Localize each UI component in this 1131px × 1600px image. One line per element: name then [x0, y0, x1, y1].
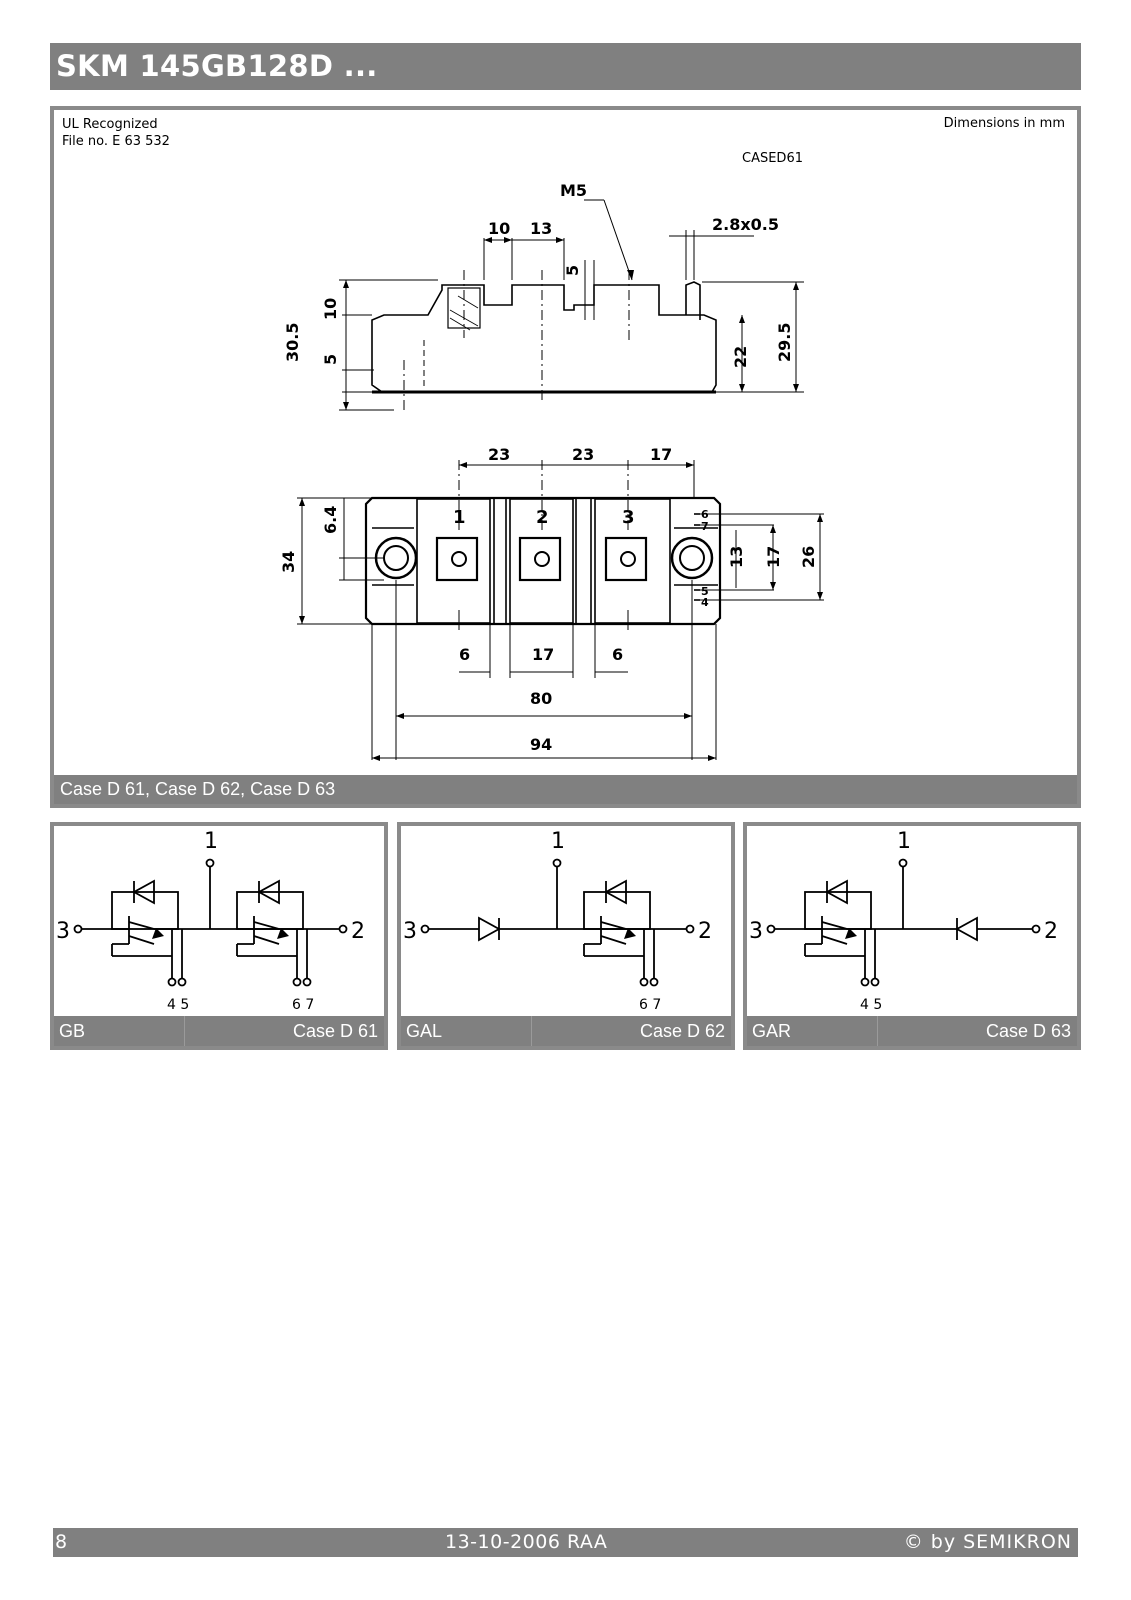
ul-recognized-text: UL Recognized	[62, 117, 158, 132]
dim-17-bottom: 17	[532, 645, 554, 664]
circuit-type-gb: GB	[59, 1021, 86, 1041]
circuit-diagram-gal: 1 3 2 6 7	[403, 829, 712, 1013]
copyright-notice: © by SEMIKRON	[903, 1531, 1072, 1553]
circuit-panel-gal: 1 3 2 6 7 GAL Case D 62	[397, 822, 735, 1050]
dim-thread: M5	[560, 181, 587, 200]
revision-date: 13-10-2006 RAA	[445, 1531, 608, 1553]
circuit-panel-gar: 1 3 2 4 5 GAR Case D 63	[743, 822, 1081, 1050]
side-view-outline	[371, 284, 717, 393]
pin-4-label: 4	[701, 596, 709, 609]
circuit-caption-gar: GAR Case D 63	[747, 1016, 1077, 1046]
pin-7-label: 7	[701, 520, 709, 533]
dim-13-top: 13	[530, 219, 552, 238]
circuit-panel-gb: 1 3 2 4 5 6 7 GB Case D 61	[50, 822, 388, 1050]
dim-23-a: 23	[488, 445, 510, 464]
ul-file-number: File no. E 63 532	[62, 134, 170, 149]
dim-29-5: 29.5	[775, 323, 794, 362]
dim-94: 94	[530, 735, 552, 754]
case-code: CASED61	[742, 151, 803, 166]
pin-1-label: 1	[551, 829, 565, 854]
terminal-1-label: 1	[453, 507, 466, 528]
dim-5-top: 5	[563, 265, 582, 276]
pin-1-label: 1	[204, 829, 218, 854]
dim-22: 22	[731, 346, 750, 368]
dim-80: 80	[530, 689, 552, 708]
circuit-caption-gb: GB Case D 61	[54, 1016, 384, 1046]
aux-pins-67-label: 6 7	[639, 997, 661, 1013]
dim-6-a: 6	[459, 645, 470, 664]
terminal-3-label: 3	[622, 507, 635, 528]
pin-5-label: 5	[701, 585, 709, 598]
circuit-type-gal: GAL	[406, 1021, 443, 1041]
ul-recognition-note: UL Recognized File no. E 63 532	[62, 116, 170, 150]
circuit-caption-gal: GAL Case D 62	[401, 1016, 731, 1046]
aux-pins-67-label: 6 7	[292, 997, 314, 1013]
dim-17-right: 17	[764, 546, 783, 568]
pin-1-label: 1	[897, 829, 911, 854]
pin-2-label: 2	[351, 919, 365, 944]
dim-10-top: 10	[488, 219, 510, 238]
dim-17-top: 17	[650, 445, 672, 464]
dim-30-5: 30.5	[283, 323, 302, 362]
circuit-diagram-gar: 1 3 2 4 5	[749, 829, 1058, 1013]
circuit-case-d61: Case D 61	[292, 1021, 378, 1041]
pin-3-label: 3	[403, 919, 417, 944]
case-caption: Case D 61, Case D 62, Case D 63	[54, 775, 1077, 804]
top-view-outline	[364, 496, 722, 626]
dimensions-note: Dimensions in mm	[943, 116, 1065, 131]
circuit-diagram-gb: 1 3 2 4 5 6 7	[56, 829, 365, 1013]
pin-3-label: 3	[56, 919, 70, 944]
dim-34: 34	[279, 551, 298, 573]
page-title: SKM 145GB128D ...	[50, 43, 1081, 90]
dim-5-side: 5	[321, 354, 340, 365]
pin-6-label: 6	[701, 508, 709, 521]
dim-6-b: 6	[612, 645, 623, 664]
page-footer: 8 13-10-2006 RAA © by SEMIKRON	[53, 1528, 1078, 1557]
pin-2-label: 2	[698, 919, 712, 944]
page-number: 8	[55, 1531, 68, 1553]
dim-26-right: 26	[799, 546, 818, 568]
circuit-case-d62: Case D 62	[639, 1021, 725, 1041]
side-terminal-pin	[685, 281, 701, 320]
circuit-case-d63: Case D 63	[985, 1021, 1071, 1041]
dim-13-right: 13	[727, 546, 746, 568]
dimension-drawing-panel: UL Recognized File no. E 63 532 Dimensio…	[50, 106, 1081, 808]
dim-10-side: 10	[321, 298, 340, 320]
dim-tab: 2.8x0.5	[712, 215, 779, 234]
dim-23-b: 23	[572, 445, 594, 464]
pin-2-label: 2	[1044, 919, 1058, 944]
mechanical-drawing: CASED61 M5 10 13 5 2.8x0.5 10 30.5 5 22 …	[279, 151, 824, 761]
dim-6-4: 6.4	[321, 506, 340, 534]
aux-pins-45-label: 4 5	[860, 997, 882, 1013]
pin-3-label: 3	[749, 919, 763, 944]
circuit-type-gar: GAR	[752, 1021, 792, 1041]
aux-pins-45-label: 4 5	[167, 997, 189, 1013]
terminal-2-label: 2	[536, 507, 549, 528]
